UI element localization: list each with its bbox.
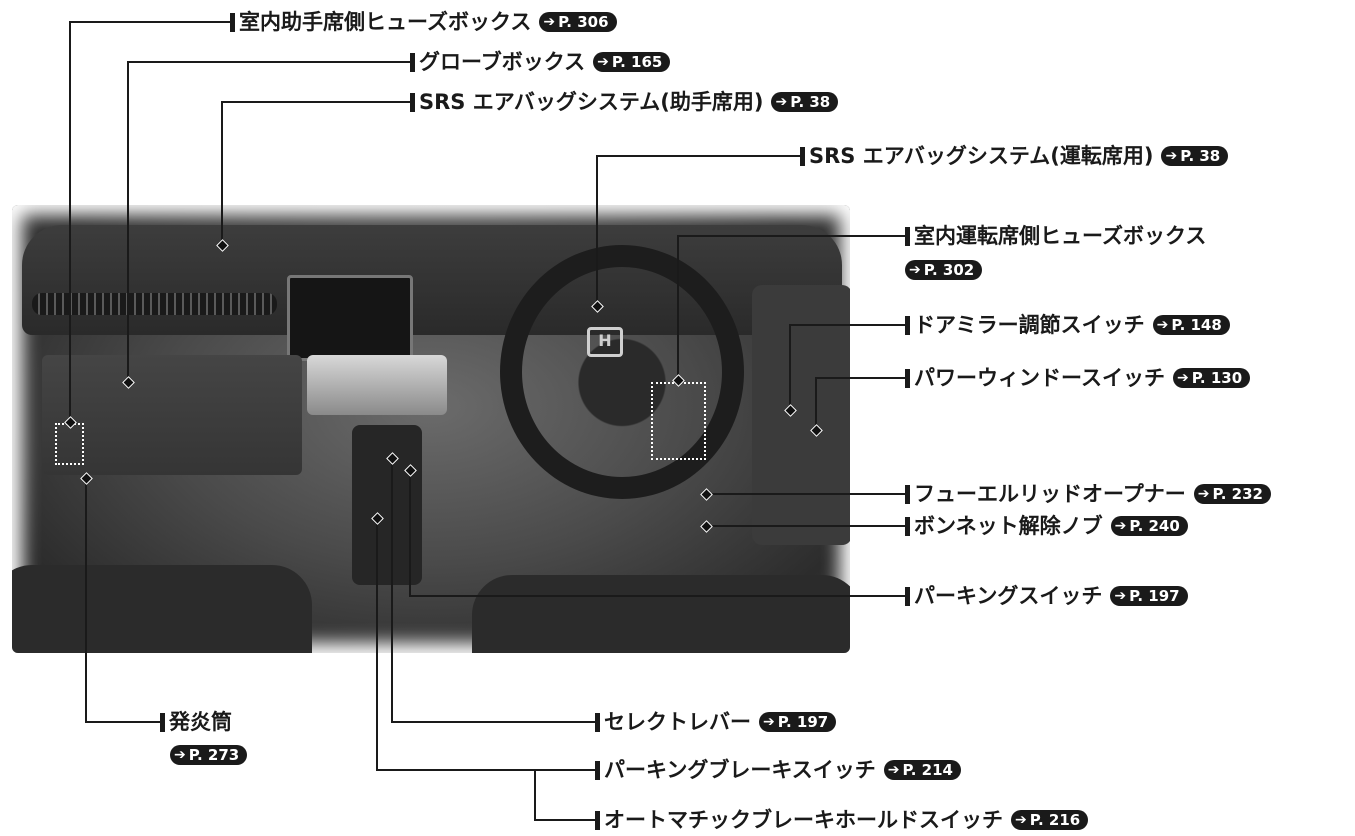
driver-door-panel <box>752 285 850 545</box>
page-ref-link[interactable]: ➔P. 273 <box>170 745 248 765</box>
arrow-right-icon: ➔ <box>174 747 186 763</box>
glove-box-door <box>42 355 302 475</box>
label-srs-driver: SRS エアバッグシステム(運転席用) ➔P. 38 <box>800 143 1229 169</box>
label-flare-ref: ➔P. 273 <box>170 745 248 765</box>
driver-seat <box>472 575 850 653</box>
label-hood-release: ボンネット解除ノブ ➔P. 240 <box>905 513 1188 539</box>
passenger-air-vent <box>32 293 277 315</box>
arrow-right-icon: ➔ <box>1114 518 1127 534</box>
page-ref-link[interactable]: ➔P. 148 <box>1152 315 1230 335</box>
arrow-right-icon: ➔ <box>543 14 556 30</box>
dashboard-photo: H <box>12 205 850 653</box>
label-fuel-lid: フューエルリッドオープナー ➔P. 232 <box>905 481 1271 507</box>
arrow-right-icon: ➔ <box>1165 148 1178 164</box>
arrow-right-icon: ➔ <box>909 262 921 278</box>
passenger-seat <box>12 565 312 653</box>
label-parking-switch: パーキングスイッチ ➔P. 197 <box>905 583 1188 609</box>
label-window-switch: パワーウィンドースイッチ ➔P. 130 <box>905 365 1251 391</box>
page-ref-link[interactable]: ➔P. 214 <box>883 760 961 780</box>
label-parking-brake: パーキングブレーキスイッチ ➔P. 214 <box>595 757 961 783</box>
arrow-right-icon: ➔ <box>1197 486 1210 502</box>
label-select-lever: セレクトレバー ➔P. 197 <box>595 709 837 735</box>
page-ref-link[interactable]: ➔P. 38 <box>1161 146 1229 166</box>
label-fuse-driver: 室内運転席側ヒューズボックス <box>905 223 1206 249</box>
label-fuse-passenger: 室内助手席側ヒューズボックス ➔P. 306 <box>230 9 617 35</box>
page-ref-link[interactable]: ➔P. 197 <box>1110 586 1188 606</box>
label-srs-passenger: SRS エアバッグシステム(助手席用) ➔P. 38 <box>410 89 839 115</box>
arrow-right-icon: ➔ <box>887 762 900 778</box>
label-mirror-switch: ドアミラー調節スイッチ ➔P. 148 <box>905 312 1230 338</box>
label-glove-box: グローブボックス ➔P. 165 <box>410 49 671 75</box>
arrow-right-icon: ➔ <box>1114 588 1127 604</box>
honda-emblem: H <box>587 327 623 357</box>
page-ref-link[interactable]: ➔P. 302 <box>905 260 983 280</box>
arrow-right-icon: ➔ <box>1156 317 1169 333</box>
page-ref-link[interactable]: ➔P. 306 <box>539 12 617 32</box>
arrow-right-icon: ➔ <box>775 94 788 110</box>
arrow-right-icon: ➔ <box>1176 370 1189 386</box>
page-ref-link[interactable]: ➔P. 232 <box>1193 484 1271 504</box>
page-ref-link[interactable]: ➔P. 130 <box>1172 368 1251 388</box>
center-display <box>287 275 413 361</box>
page-ref-link[interactable]: ➔P. 216 <box>1011 810 1089 830</box>
page-ref-link[interactable]: ➔P. 165 <box>593 52 671 72</box>
page-ref-link[interactable]: ➔P. 38 <box>771 92 839 112</box>
label-flare: 発炎筒 <box>160 709 232 735</box>
center-console-panel <box>307 355 447 415</box>
label-fuse-driver-ref: ➔P. 302 <box>905 260 983 280</box>
arrow-right-icon: ➔ <box>763 714 775 730</box>
arrow-right-icon: ➔ <box>1015 812 1027 828</box>
label-auto-brake-hold: オートマチックブレーキホールドスイッチ ➔P. 216 <box>595 807 1089 833</box>
page-ref-link[interactable]: ➔P. 197 <box>759 712 837 732</box>
arrow-right-icon: ➔ <box>597 54 609 70</box>
page-ref-link[interactable]: ➔P. 240 <box>1110 516 1188 536</box>
